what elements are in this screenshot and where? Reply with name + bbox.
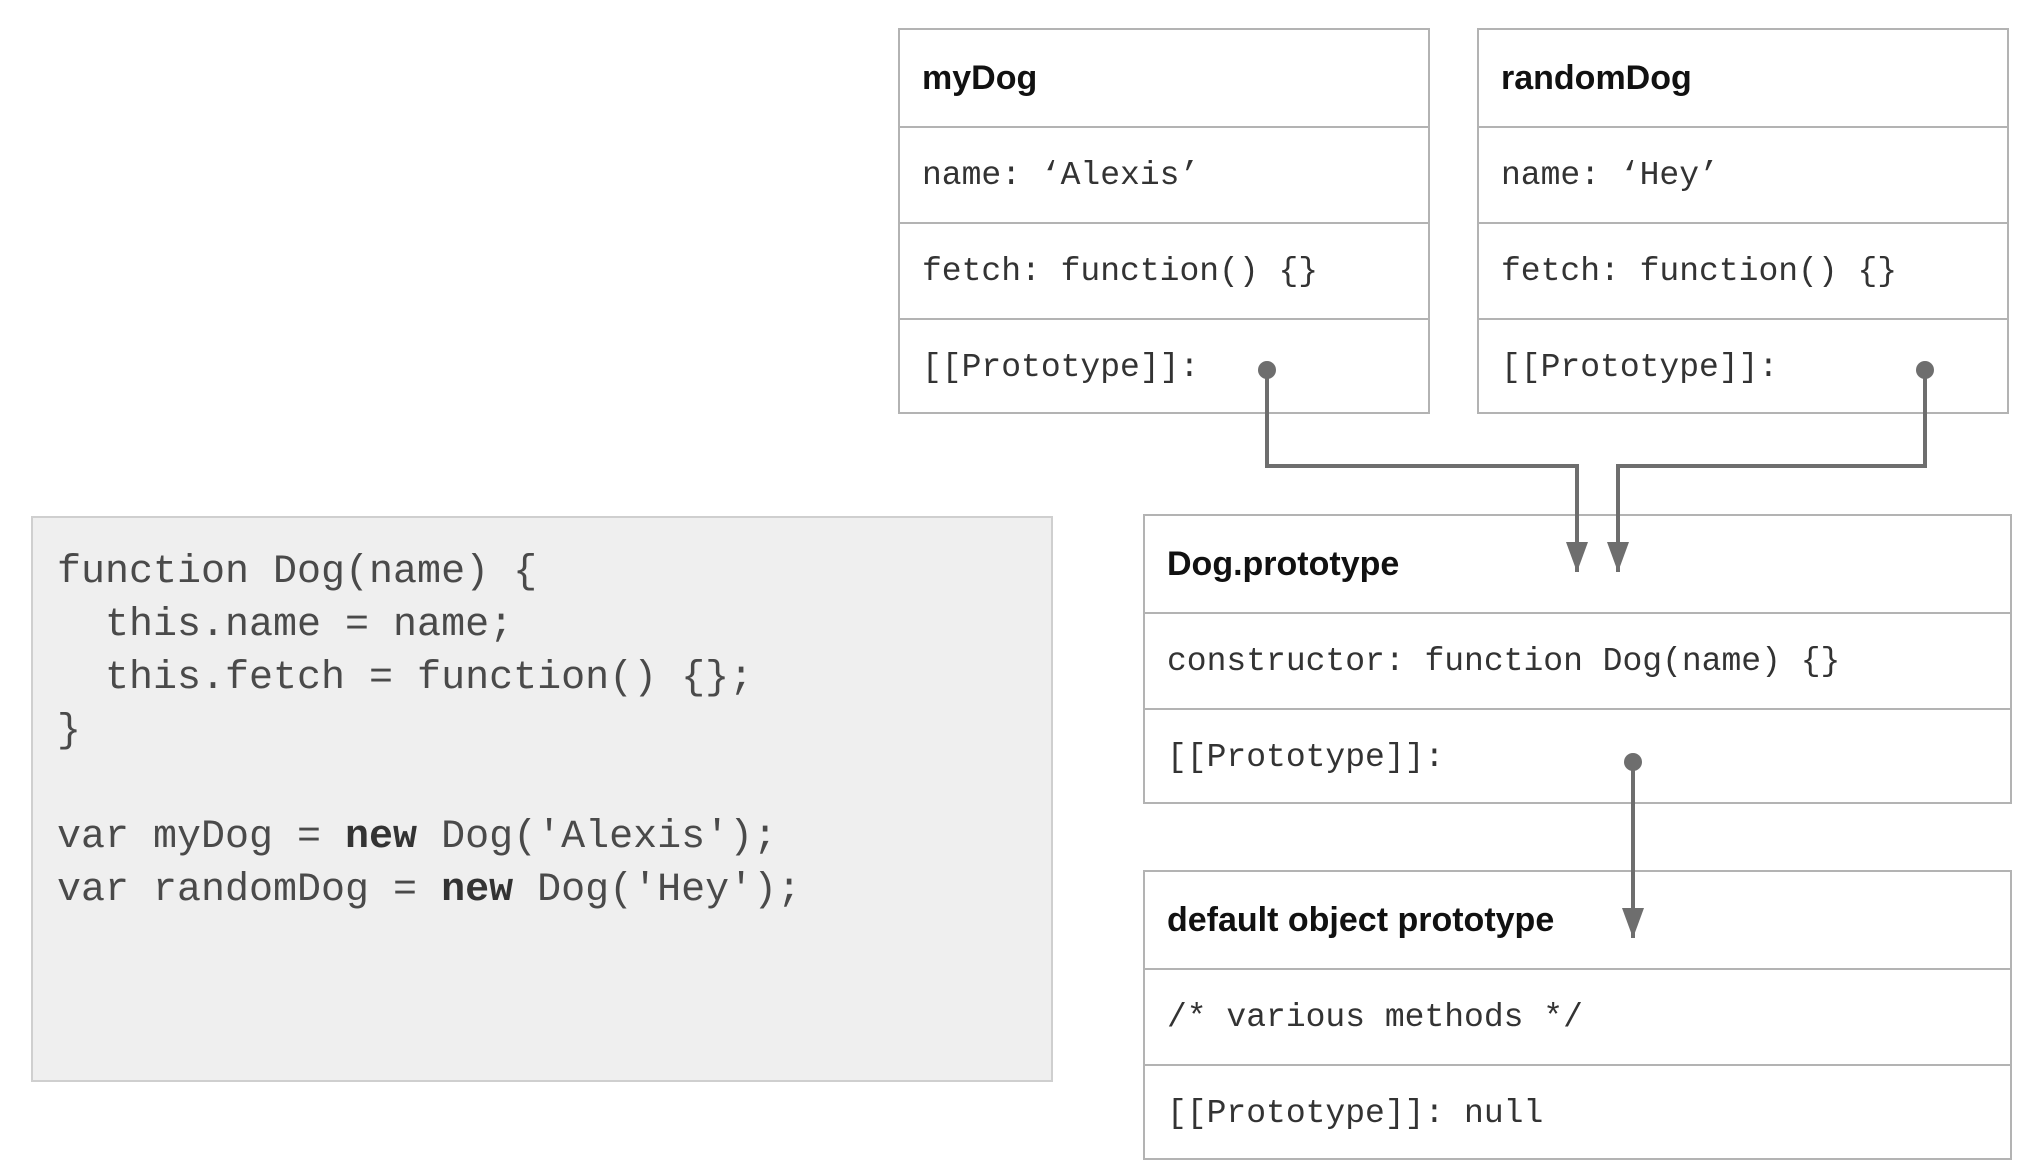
randomdog-prototype-link-arrowhead [1607,542,1629,572]
property-fetch: fetch: function() {} [900,222,1428,318]
code-text: this.name = name; [57,603,514,648]
code-keyword: new [345,815,418,860]
property-constructor: constructor: function Dog(name) {} [1145,612,2010,708]
code-text: var randomDog = [57,868,442,913]
code-text: Dog('Alexis'); [417,815,778,860]
code-line: var myDog = new Dog('Alexis'); [57,811,801,864]
dogprototype-prototype-link-dot [1624,753,1642,771]
code-line: this.fetch = function() {}; [57,652,801,705]
mydog-prototype-link-arrowhead [1566,542,1588,572]
randomdog-prototype-link-line [1616,370,1927,572]
object-my-dog: myDog name: ‘Alexis’ fetch: function() {… [898,28,1430,414]
randomdog-prototype-link-dot [1916,361,1934,379]
property-prototype: [[Prototype]]: [900,318,1428,414]
code-line: this.name = name; [57,599,801,652]
code-text: function Dog(name) { [57,550,538,595]
code-block: function Dog(name) { this.name = name; t… [57,546,801,917]
mydog-prototype-link-dot [1258,361,1276,379]
mydog-prototype-link-line [1265,370,1579,572]
property-fetch: fetch: function() {} [1479,222,2007,318]
dogprototype-prototype-link-arrowhead [1622,908,1644,938]
object-title: Dog.prototype [1167,544,1400,583]
property-prototype: [[Prototype]]: null [1145,1064,2010,1160]
code-line: } [57,705,801,758]
object-title: myDog [922,58,1038,97]
property-name: name: ‘Hey’ [1479,126,2007,222]
object-default-prototype: default object prototype /* various meth… [1143,870,2012,1160]
property-name: name: ‘Alexis’ [900,126,1428,222]
object-title: default object prototype [1167,900,1555,939]
code-panel: function Dog(name) { this.name = name; t… [31,516,1053,1082]
code-text: this.fetch = function() {}; [57,656,754,701]
property-prototype: [[Prototype]]: [1479,318,2007,414]
code-line: function Dog(name) { [57,546,801,599]
code-text: var myDog = [57,815,346,860]
code-line: var randomDog = new Dog('Hey'); [57,864,801,917]
object-random-dog: randomDog name: ‘Hey’ fetch: function() … [1477,28,2009,414]
object-title: randomDog [1501,58,1692,97]
code-text: Dog('Hey'); [513,868,802,913]
property-methods: /* various methods */ [1145,968,2010,1064]
code-text: } [57,709,82,754]
code-keyword: new [441,868,514,913]
property-prototype: [[Prototype]]: [1145,708,2010,804]
